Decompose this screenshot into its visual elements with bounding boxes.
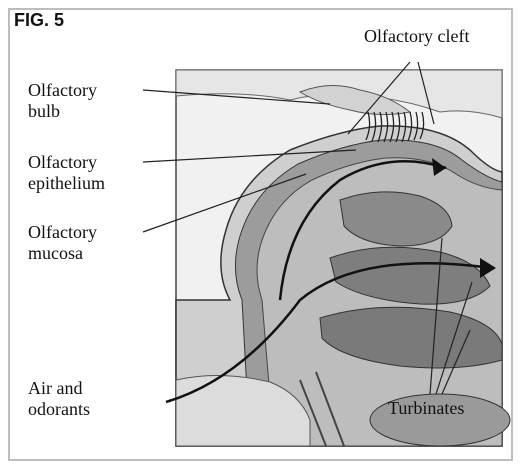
label-olfactory-mucosa-line2: mucosa	[28, 243, 97, 264]
label-olfactory-epithelium-line1: Olfactory	[28, 152, 105, 173]
label-olfactory-bulb: Olfactory bulb	[28, 80, 97, 122]
label-olfactory-cleft: Olfactory cleft	[364, 26, 469, 47]
label-olfactory-epithelium: Olfactory epithelium	[28, 152, 105, 194]
label-olfactory-bulb-line2: bulb	[28, 101, 97, 122]
label-olfactory-epithelium-line2: epithelium	[28, 173, 105, 194]
label-olfactory-bulb-line1: Olfactory	[28, 80, 97, 101]
label-air-and-odorants: Air and odorants	[28, 378, 90, 420]
label-olfactory-mucosa-line1: Olfactory	[28, 222, 97, 243]
label-air-and-odorants-line1: Air and	[28, 378, 90, 399]
label-turbinates: Turbinates	[388, 398, 464, 419]
label-air-and-odorants-line2: odorants	[28, 399, 90, 420]
label-olfactory-mucosa: Olfactory mucosa	[28, 222, 97, 264]
